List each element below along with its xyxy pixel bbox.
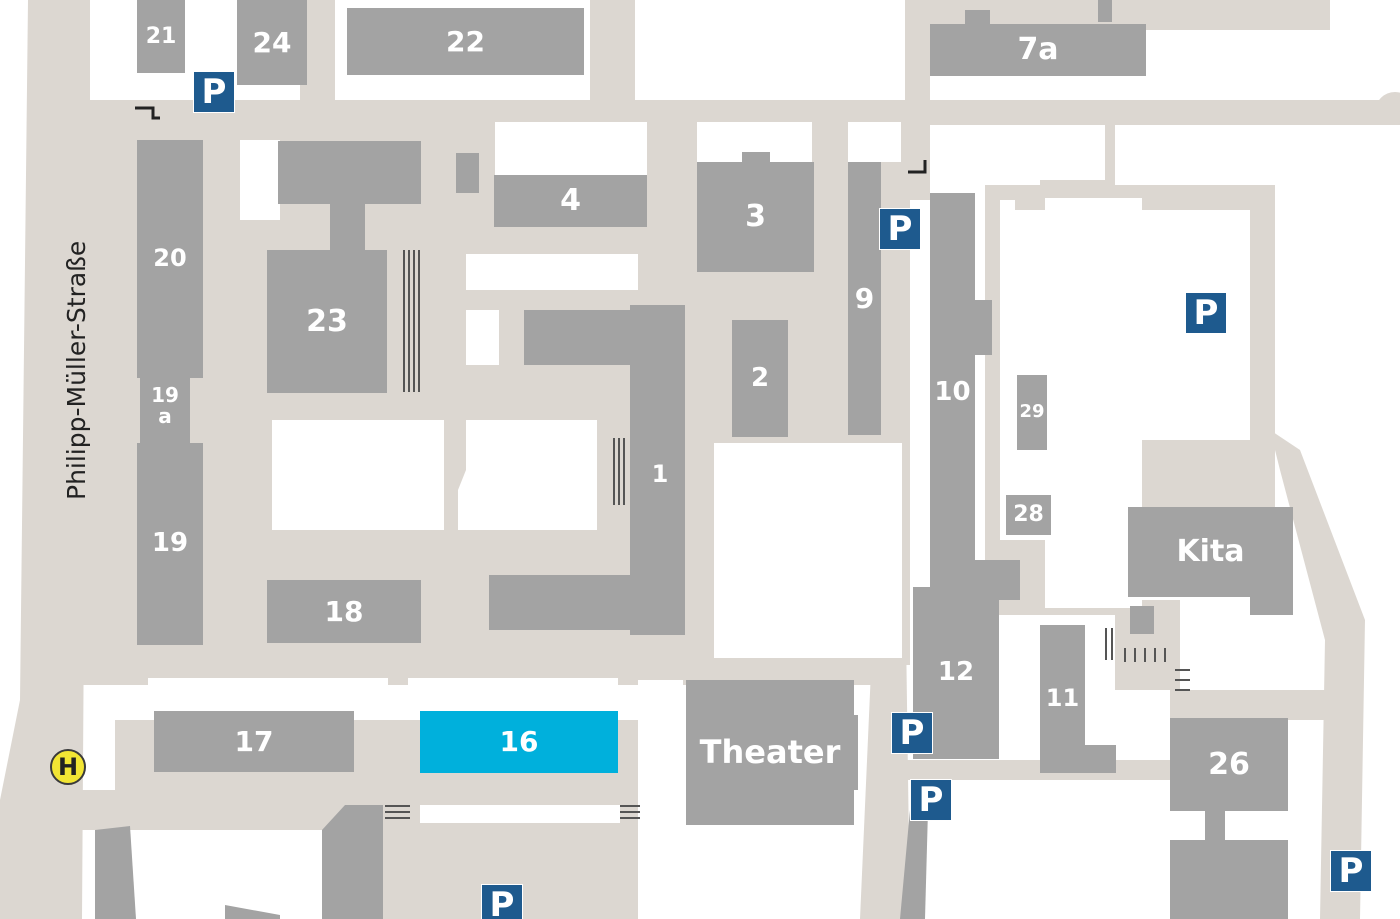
building-9: 9	[848, 162, 881, 435]
theater: Theater	[686, 680, 854, 825]
building-18: 18	[267, 580, 421, 643]
building-19a-connector	[140, 378, 190, 443]
building-19: 19	[137, 443, 203, 645]
building-21: 21	[137, 0, 185, 73]
building-19a-letter: a	[158, 404, 172, 428]
building-23-top	[278, 141, 421, 204]
building-1-bottom	[489, 575, 685, 630]
building-7a: 7a	[930, 24, 1146, 76]
building-17: 17	[154, 711, 354, 772]
building-2: 2	[732, 320, 788, 437]
bus-stop-icon: H	[50, 749, 86, 785]
street-name: Philipp-Müller-Straße	[62, 240, 91, 500]
building-23: 23	[267, 250, 387, 393]
parking-icon: P	[481, 884, 523, 919]
kita-foot	[1250, 590, 1293, 615]
building-10-wing	[970, 300, 992, 355]
kita: Kita	[1128, 507, 1293, 597]
building-12: 12	[913, 587, 999, 759]
building-3: 3	[697, 162, 814, 272]
building-26-bottom	[1170, 840, 1288, 919]
building-16[interactable]: 16	[420, 711, 618, 773]
building-22: 22	[347, 8, 584, 75]
building-19a-label: 19 a	[140, 385, 190, 427]
building-3-top	[742, 152, 770, 166]
parking-icon: P	[1185, 292, 1227, 334]
building-4: 4	[494, 175, 647, 227]
parking-icon: P	[193, 71, 235, 113]
building-10: 10	[930, 193, 975, 593]
building-26-neck	[1205, 808, 1225, 843]
building-11: 11	[1040, 625, 1085, 773]
building-28: 28	[1006, 495, 1051, 535]
building-1-label: 1	[651, 460, 669, 488]
parking-icon: P	[1330, 850, 1372, 892]
building-20: 20	[137, 140, 203, 378]
building-26: 26	[1170, 718, 1288, 811]
theater-side	[850, 715, 858, 790]
parking-icon: P	[910, 779, 952, 821]
building-24: 24	[237, 0, 307, 85]
building-19a-number: 19	[151, 383, 179, 407]
building-11-foot	[1080, 745, 1116, 773]
building-1-wing	[630, 410, 645, 535]
building-29: 29	[1017, 375, 1047, 450]
building-23-neck	[330, 200, 365, 255]
parking-icon: P	[891, 712, 933, 754]
parking-icon: P	[879, 208, 921, 250]
